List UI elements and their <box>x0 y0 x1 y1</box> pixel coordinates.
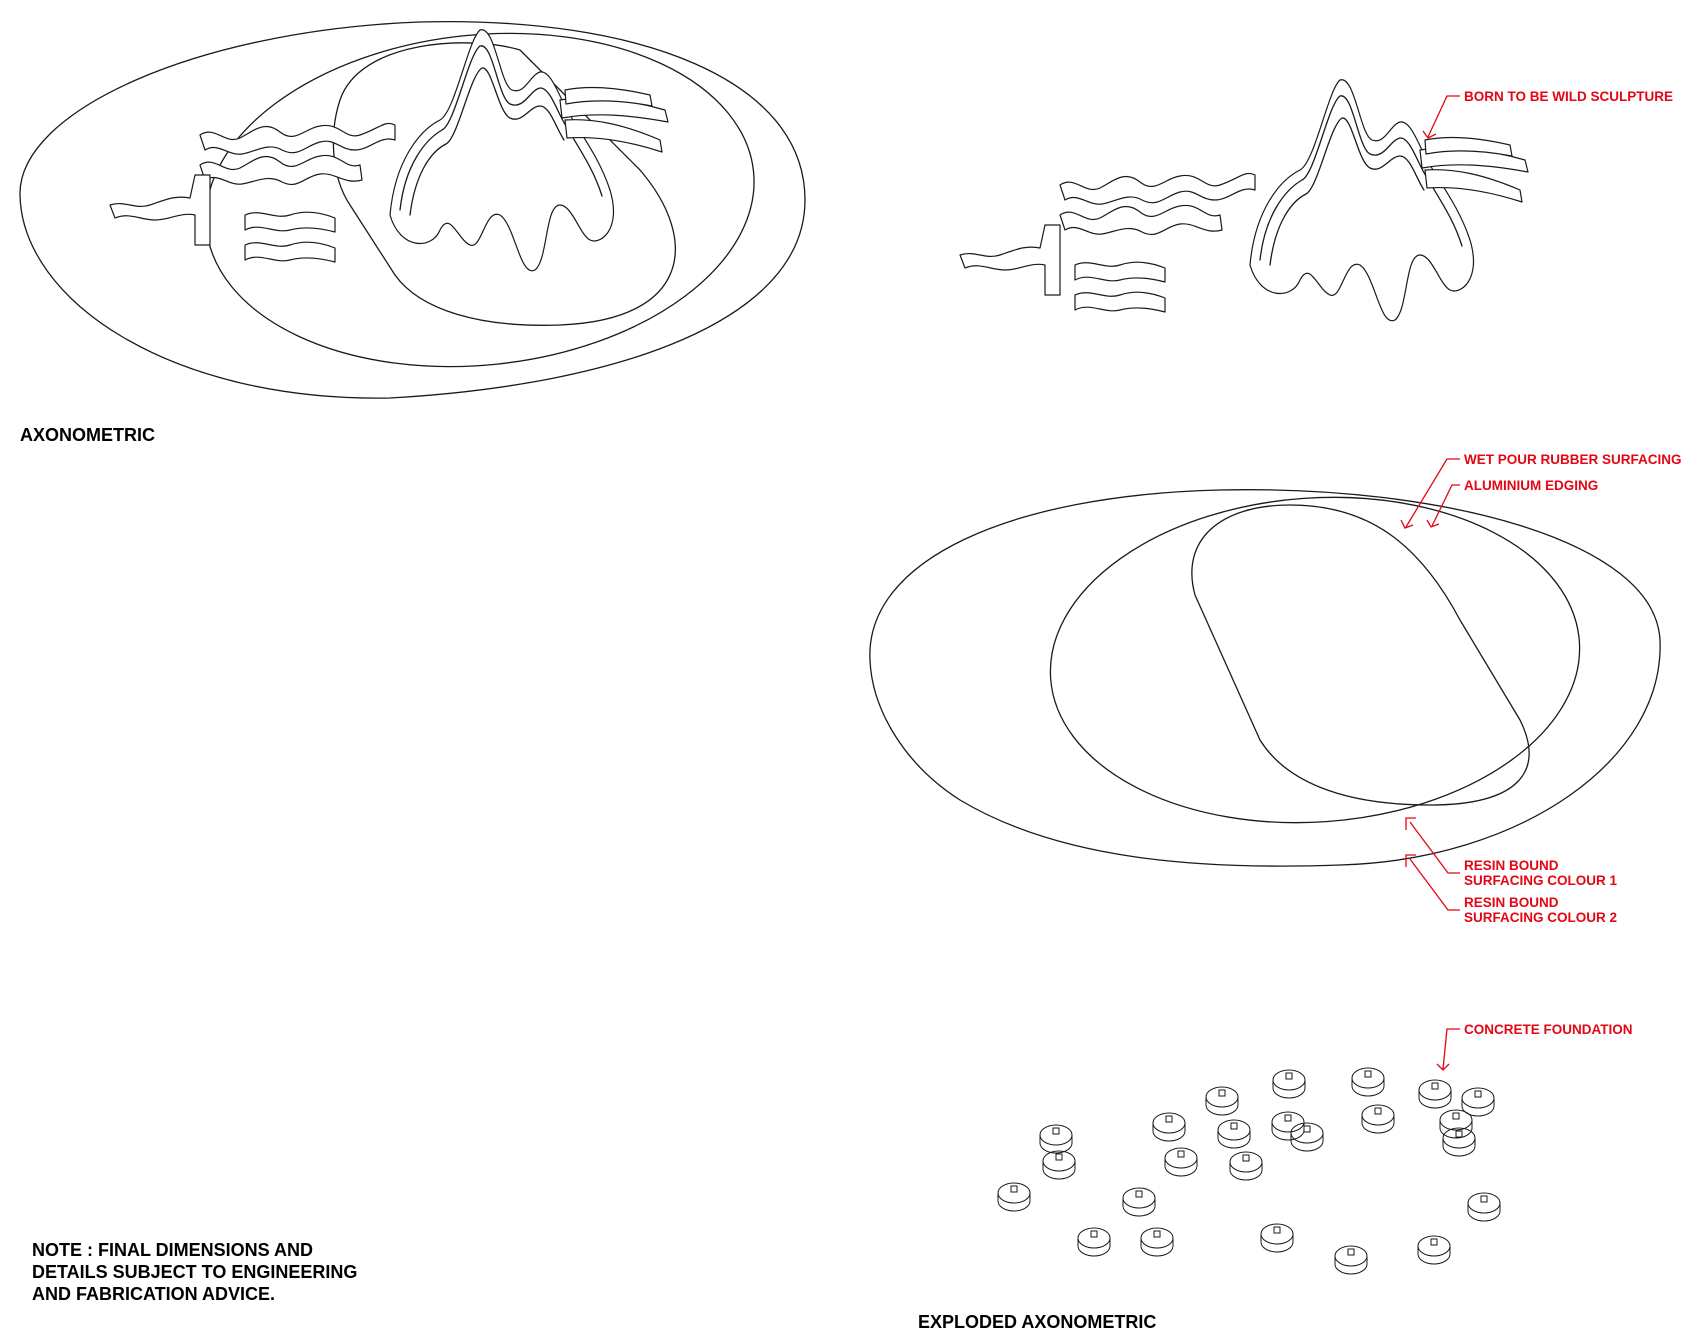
foundation-pad <box>1164 1147 1198 1177</box>
axonometric-title: AXONOMETRIC <box>20 425 155 445</box>
leader-resin-2-tick <box>1405 854 1416 867</box>
foundation-pad <box>1334 1245 1368 1275</box>
foundation-pad <box>1122 1187 1156 1217</box>
sculpture-exploded <box>959 79 1529 322</box>
foundation-pad <box>1271 1111 1305 1141</box>
outer-surfacing-oval <box>19 20 806 399</box>
outer-surfacing-oval-exploded <box>869 489 1661 867</box>
wet-pour-stadium-exploded <box>1191 504 1530 806</box>
leader-sculpture <box>1427 95 1460 138</box>
callout-resin-colour-1: RESIN BOUND SURFACING COLOUR 1 <box>1464 858 1617 888</box>
leader-wet-pour-arrow <box>1400 519 1414 529</box>
callout-resin-colour-1-line1: RESIN BOUND <box>1464 858 1559 873</box>
leader-resin-2 <box>1409 858 1460 911</box>
surfacing-exploded <box>869 489 1661 867</box>
inner-surfacing-ellipse-exploded <box>1049 496 1581 824</box>
foundation-pad <box>997 1182 1031 1212</box>
foundation-pad <box>1152 1112 1186 1142</box>
foundation-pad <box>1467 1192 1501 1222</box>
foundation-pad <box>1439 1109 1473 1139</box>
foundation-pad <box>1077 1227 1111 1257</box>
foundation-pad <box>1417 1235 1451 1265</box>
leader-foundation <box>1442 1028 1460 1070</box>
foundation-pad <box>1272 1069 1306 1099</box>
callout-wet-pour: WET POUR RUBBER SURFACING <box>1464 452 1682 467</box>
callout-resin-colour-2-line1: RESIN BOUND <box>1464 895 1559 910</box>
assembled-axonometric <box>19 20 806 399</box>
foundation-pad <box>1205 1086 1239 1116</box>
exploded-axonometric-title: EXPLODED AXONOMETRIC <box>918 1312 1157 1332</box>
callout-resin-colour-2-line2: SURFACING COLOUR 2 <box>1464 910 1618 925</box>
leader-sculpture-arrow <box>1422 130 1437 139</box>
foundation-pad <box>1418 1079 1452 1109</box>
wet-pour-stadium <box>332 42 676 326</box>
foundation-pad <box>1461 1087 1495 1117</box>
foundation-pad <box>1042 1150 1076 1180</box>
foundation-pad <box>1260 1223 1294 1253</box>
callout-aluminium-edging: ALUMINIUM EDGING <box>1464 478 1599 493</box>
foundation-pad <box>1290 1122 1324 1152</box>
fabrication-note: NOTE : FINAL DIMENSIONS AND DETAILS SUBJ… <box>32 1240 358 1304</box>
foundation-pad <box>1217 1119 1251 1149</box>
callout-sculpture: BORN TO BE WILD SCULPTURE <box>1464 89 1673 104</box>
leader-wet-pour <box>1405 458 1460 528</box>
callout-resin-colour-1-line2: SURFACING COLOUR 1 <box>1464 873 1618 888</box>
leader-resin-1-tick <box>1405 817 1416 830</box>
foundation-pads <box>997 1067 1501 1275</box>
leader-resin-1 <box>1409 821 1460 874</box>
foundation-pad <box>1039 1124 1073 1154</box>
leader-aluminium-arrow <box>1426 519 1440 528</box>
foundation-pad <box>1442 1127 1476 1157</box>
annotation-leaders <box>1400 95 1460 1071</box>
foundation-pad <box>1229 1151 1263 1181</box>
callout-concrete-foundation: CONCRETE FOUNDATION <box>1464 1022 1633 1037</box>
callout-resin-colour-2: RESIN BOUND SURFACING COLOUR 2 <box>1464 895 1617 925</box>
leader-aluminium <box>1431 484 1460 527</box>
foundation-pad <box>1361 1104 1395 1134</box>
foundation-pad <box>1140 1227 1174 1257</box>
leader-foundation-arrow <box>1436 1063 1450 1071</box>
sculpture-assembled <box>109 29 669 272</box>
foundation-pad <box>1351 1067 1385 1097</box>
